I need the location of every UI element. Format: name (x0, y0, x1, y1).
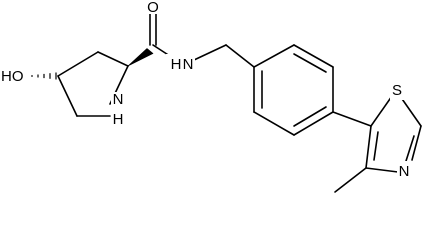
amide-nitrogen-label: N (183, 56, 194, 73)
ring-nitrogen-label: N (113, 91, 124, 108)
thiazole-sulfur-label: S (392, 82, 402, 99)
ring-nitrogen-hydrogen-label: H (113, 111, 124, 128)
carbonyl-oxygen-label: O (147, 0, 159, 16)
hydroxyl-label: HO (1, 68, 24, 85)
hashed-bond (31, 72, 57, 80)
structural-formula: HO N H O H N S N (0, 0, 422, 193)
thiazole-nitrogen-label: N (399, 163, 410, 180)
wedge-bond (127, 48, 154, 67)
atom-labels: HO N H O H N S N (0, 0, 411, 181)
bond-lines (57, 9, 422, 193)
amide-nitrogen-label: H (171, 56, 182, 73)
